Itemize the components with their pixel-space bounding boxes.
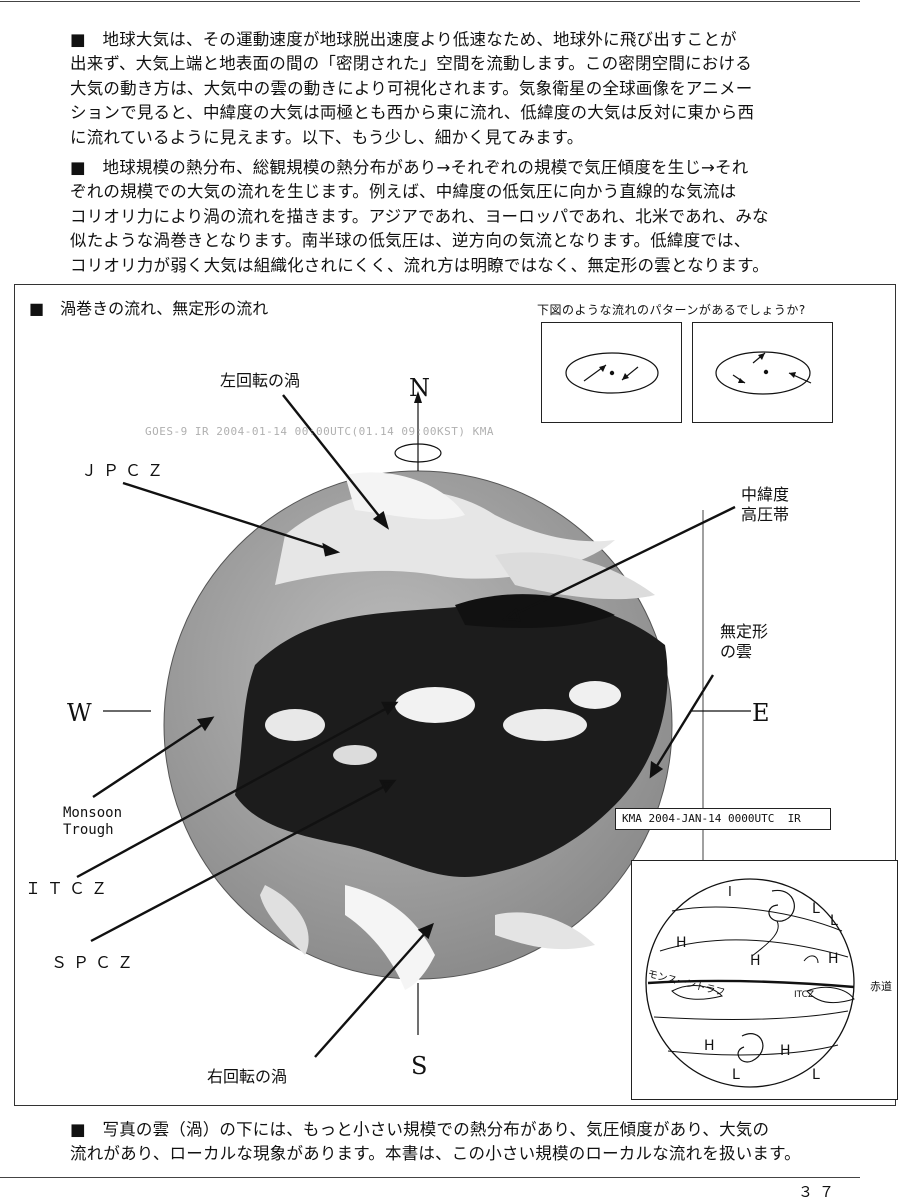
inset-low-bottom-1: L xyxy=(732,1067,740,1083)
pattern-box-diverging xyxy=(692,322,833,423)
inset-equator-label: 赤道 xyxy=(870,980,892,993)
compass-west: W xyxy=(67,699,92,727)
inset-i-mark: I xyxy=(728,885,732,900)
paragraph-3: ■ 写真の雲（渦）の下には、もっと小さい規模での熱分布があり、気圧傾度があり、大… xyxy=(70,1120,801,1164)
label-amorphous-cloud: 無定形 の雲 xyxy=(720,622,769,661)
inset-globe-drawing xyxy=(645,878,855,1088)
satellite-footer: KMA 2004-JAN-14 0000UTC IR xyxy=(615,808,831,830)
diverging-flow-diagram xyxy=(715,351,812,395)
compass-east: E xyxy=(752,699,770,727)
converging-flow-diagram xyxy=(565,352,659,394)
label-jpcz: ＪＰＣＺ xyxy=(81,461,170,480)
inset-low-top-1: L xyxy=(812,901,820,917)
label-itcz: ＩＴＣＺ xyxy=(25,879,114,898)
label-high-belt: 中緯度 高圧帯 xyxy=(741,485,790,524)
bottom-rule xyxy=(0,1177,860,1178)
pattern-box-converging xyxy=(541,322,682,423)
satellite-header: GOES-9 IR 2004-01-14 00:00UTC(01.14 09:0… xyxy=(145,425,495,438)
inset-high-4: H xyxy=(704,1038,715,1054)
label-monsoon-trough: Monsoon Trough xyxy=(63,805,123,838)
label-ccw-vortex: 左回転の渦 xyxy=(220,371,301,390)
inset-low-top-2: L xyxy=(830,913,838,929)
inset-schematic: I L L H H H H H L L モンスーントラフ ITCZ 赤道 xyxy=(631,860,898,1100)
inset-high-5: H xyxy=(780,1043,791,1059)
label-cw-vortex: 右回転の渦 xyxy=(207,1067,288,1086)
satellite-figure: ■ 渦巻きの流れ、無定形の流れ 下図のような流れのパターンがあるでしょうか? xyxy=(14,284,898,1106)
page-number: ３７ xyxy=(797,1183,840,1201)
pattern-question: 下図のような流れのパターンがあるでしょうか? xyxy=(537,303,806,317)
satellite-image xyxy=(76,391,751,1058)
paragraph-1: ■ 地球大気は、その運動速度が地球脱出速度より低速なため、地球外に飛び出すことが… xyxy=(70,30,755,147)
inset-low-bottom-2: L xyxy=(812,1067,820,1083)
label-spcz: ＳＰＣＺ xyxy=(51,953,140,972)
inset-high-1: H xyxy=(676,935,687,951)
top-rule xyxy=(0,1,860,2)
paragraph-2: ■ 地球規模の熱分布、総観規模の熱分布があり→それぞれの規模で気圧傾度を生じ→そ… xyxy=(70,158,769,275)
inset-high-3: H xyxy=(828,951,839,967)
compass-south: S xyxy=(411,1052,428,1080)
inset-itcz-label: ITCZ xyxy=(794,990,815,1000)
figure-title: ■ 渦巻きの流れ、無定形の流れ xyxy=(29,299,269,318)
inset-high-2: H xyxy=(750,953,761,969)
compass-north: N xyxy=(409,374,430,402)
